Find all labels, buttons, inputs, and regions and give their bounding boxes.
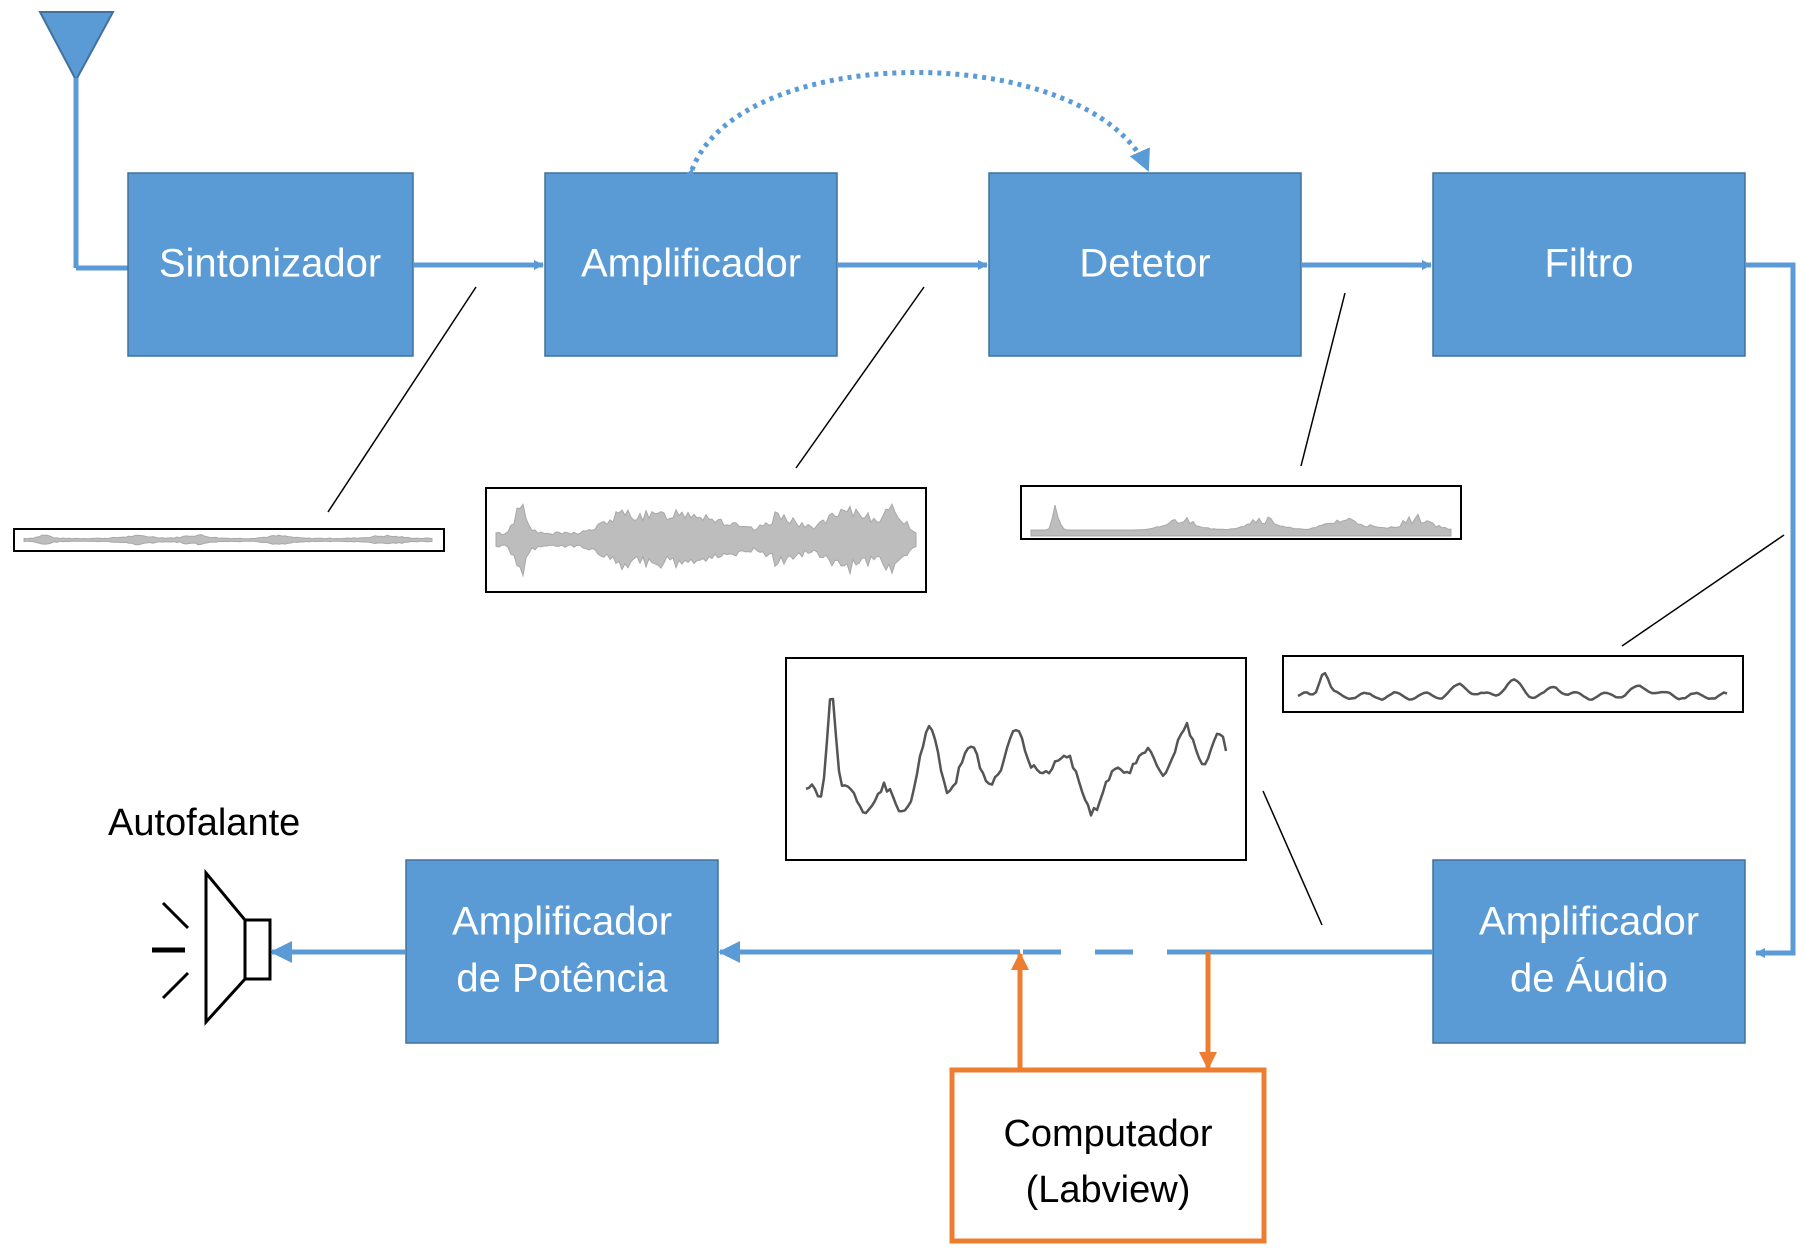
speaker-label: Autofalante bbox=[108, 802, 300, 844]
antenna-icon bbox=[38, 11, 128, 271]
block-label: Amplificador bbox=[581, 242, 801, 286]
pointer-line-1 bbox=[327, 286, 477, 513]
block-label-line1: Amplificador bbox=[452, 900, 672, 944]
block-amplificador-audio: Amplificador de Áudio bbox=[1432, 859, 1746, 1044]
pointer-line-3 bbox=[1300, 292, 1346, 467]
pointer-line-5 bbox=[1262, 790, 1323, 926]
computer-box: Computador (Labview) bbox=[949, 1067, 1267, 1244]
block-label-line2: de Áudio bbox=[1510, 956, 1668, 1001]
pointer-line-4 bbox=[1621, 534, 1785, 647]
computer-label-line1: Computador bbox=[1003, 1113, 1212, 1155]
waveform-detetor bbox=[1020, 485, 1462, 540]
computer-label-line2: (Labview) bbox=[1026, 1169, 1191, 1211]
speaker-icon bbox=[152, 868, 272, 1026]
block-label: Detetor bbox=[1079, 242, 1210, 286]
waveform-audio bbox=[785, 657, 1247, 861]
waveform-filtro bbox=[1282, 655, 1744, 713]
waveform-amplificador bbox=[485, 487, 927, 593]
feedback-arc bbox=[674, 70, 1151, 193]
block-label: Sintonizador bbox=[159, 242, 381, 286]
block-label-line1: Amplificador bbox=[1479, 900, 1699, 944]
block-label-line2: de Potência bbox=[456, 957, 668, 1001]
wire-filtro-audio bbox=[1745, 262, 1796, 958]
pointer-line-2 bbox=[795, 286, 925, 469]
block-filtro: Filtro bbox=[1432, 172, 1746, 357]
block-label: Filtro bbox=[1545, 242, 1634, 286]
block-detetor: Detetor bbox=[988, 172, 1302, 357]
block-amplificador: Amplificador bbox=[544, 172, 838, 357]
block-amplificador-potencia: Amplificador de Potência bbox=[405, 859, 719, 1044]
waveform-sintonizador bbox=[13, 528, 445, 552]
block-sintonizador: Sintonizador bbox=[127, 172, 414, 357]
